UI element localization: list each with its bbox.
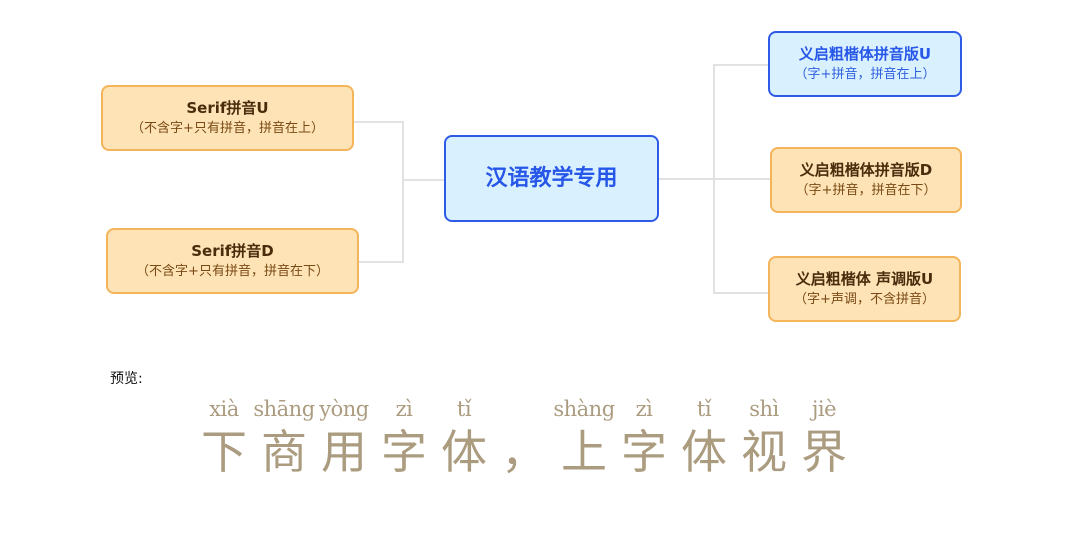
preview-hanzi: ， [501,425,547,479]
node-serif-pinyin-u[interactable]: Serif拼音U （不含字+只有拼音，拼音在上） [101,85,354,151]
connector-left-center [402,179,446,181]
preview-hanzi: 视 [741,425,787,479]
node-subtitle: （字+拼音，拼音在上） [794,67,936,82]
preview-pinyin: shàng [553,397,615,421]
preview-pinyin: jiè [811,397,837,421]
connector-left-bottom [358,261,404,263]
connector-left-top [353,121,404,123]
node-title: Serif拼音D [191,242,274,260]
node-yiqi-tone-u[interactable]: 义启粗楷体 声调版U （字+声调，不含拼音） [768,256,961,322]
node-serif-pinyin-d[interactable]: Serif拼音D （不含字+只有拼音，拼音在下） [106,228,359,294]
node-title: 义启粗楷体拼音版U [798,45,932,63]
preview-char: zì 字 [614,394,674,480]
connector-right-vertical [713,64,715,294]
preview-pinyin: tǐ [696,397,712,421]
preview-hanzi: 下 [201,425,247,479]
preview-hanzi: 体 [441,425,487,479]
preview-char: shāng 商 [253,394,315,480]
preview-pinyin: zì [635,397,653,421]
preview-char: yòng 用 [314,394,374,480]
preview-char: tǐ 体 [674,394,734,480]
node-subtitle: （字+声调，不含拼音） [794,292,935,307]
preview-hanzi: 用 [321,425,367,479]
node-title: 汉语教学专用 [485,165,618,191]
preview-hanzi: 体 [681,425,727,479]
preview-char: shàng 上 [553,394,615,480]
node-subtitle: （字+拼音，拼音在下） [795,183,937,198]
preview-char: tǐ 体 [434,394,494,480]
preview-pinyin: xià [209,397,239,421]
preview-label: 预览: [110,371,143,387]
preview-char: ， [494,394,554,480]
preview-pinyin: zì [395,397,413,421]
preview-pinyin: shāng [253,397,315,421]
preview-pinyin: tǐ [456,397,472,421]
preview-hanzi: 上 [561,425,607,479]
connector-right-bottom [713,292,770,294]
preview-hanzi: 字 [381,425,427,479]
node-title: Serif拼音U [186,99,269,117]
node-title: 义启粗楷体拼音版D [799,161,933,179]
preview-char: shì 视 [734,394,794,480]
preview-char: zì 字 [374,394,434,480]
node-yiqi-pinyin-u[interactable]: 义启粗楷体拼音版U （字+拼音，拼音在上） [768,31,962,97]
node-center-root[interactable]: 汉语教学专用 [444,135,659,222]
node-title: 义启粗楷体 声调版U [795,270,934,288]
connector-right-top [713,64,770,66]
node-yiqi-pinyin-d[interactable]: 义启粗楷体拼音版D （字+拼音，拼音在下） [770,147,962,213]
connector-left-vertical [402,121,404,263]
preview-char: xià 下 [194,394,254,480]
preview-pinyin: yòng [319,397,369,421]
preview-hanzi: 商 [261,425,307,479]
node-subtitle: （不含字+只有拼音，拼音在上） [131,121,324,136]
preview-char: jiè 界 [794,394,854,480]
preview-hanzi: 界 [801,425,847,479]
preview-pinyin: shì [749,397,779,421]
preview-hanzi: 字 [621,425,667,479]
node-subtitle: （不含字+只有拼音，拼音在下） [136,264,329,279]
